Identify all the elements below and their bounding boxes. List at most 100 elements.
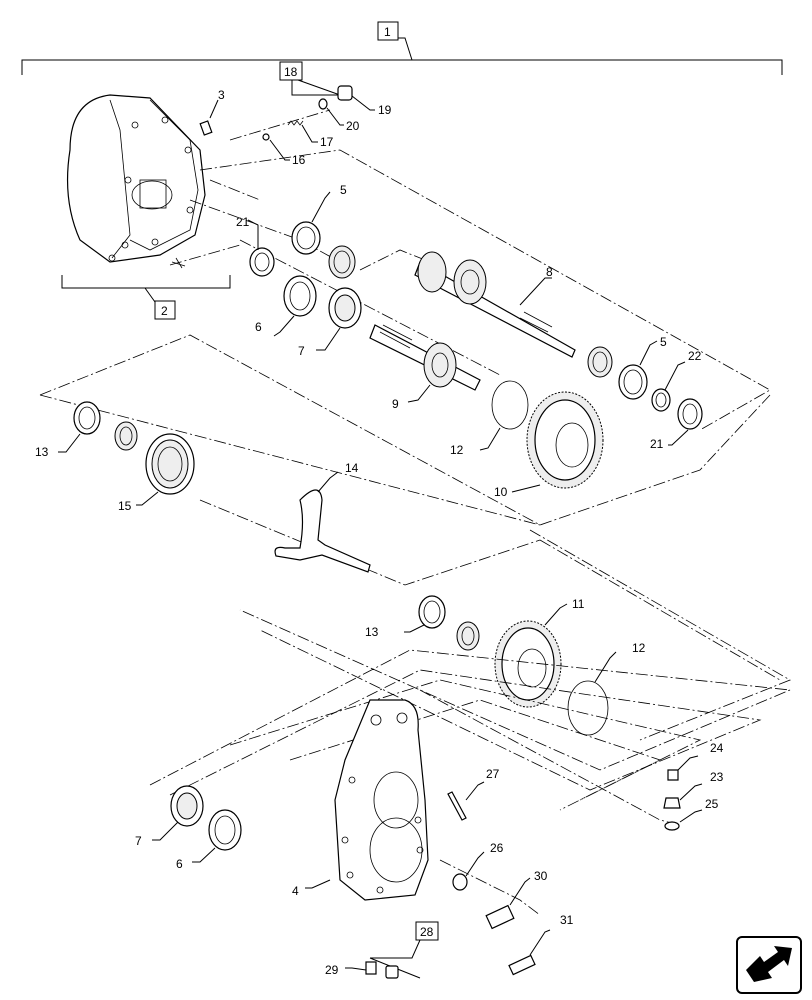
leader-15 xyxy=(136,491,159,506)
callout-box-1 xyxy=(377,21,399,41)
gear-housing xyxy=(66,94,206,269)
ball-16 xyxy=(262,133,270,141)
leader-14 xyxy=(317,471,339,493)
needle-bearing-lower xyxy=(456,621,480,651)
leader-3 xyxy=(209,99,219,119)
callout-12-top: 12 xyxy=(450,443,464,457)
washer-20 xyxy=(318,98,328,110)
callout-13-top: 13 xyxy=(35,445,49,459)
plug-29b xyxy=(385,965,399,979)
seal-21-top xyxy=(249,247,275,277)
callout-5-right: 5 xyxy=(660,335,667,349)
leader-11 xyxy=(544,603,568,626)
leader-5-right xyxy=(639,340,658,366)
callout-20: 20 xyxy=(346,119,360,133)
callout-10: 10 xyxy=(494,485,508,499)
callout-8: 8 xyxy=(546,265,553,279)
leader-21-right xyxy=(668,429,689,446)
spacer-22 xyxy=(651,388,671,412)
leader-17 xyxy=(301,124,318,143)
race-5-top xyxy=(291,221,321,255)
synchro-ring-13-top xyxy=(73,401,101,435)
leader-13-top xyxy=(58,433,81,453)
leader-27 xyxy=(465,781,485,801)
pin-3 xyxy=(199,120,213,136)
callout-9: 9 xyxy=(392,397,399,411)
leader-25 xyxy=(679,809,703,823)
gear-10 xyxy=(526,391,604,489)
leader-12-top xyxy=(479,427,501,451)
assembly-bracket-top xyxy=(21,37,783,75)
leader-6-lower xyxy=(192,847,216,863)
callout-4: 4 xyxy=(292,884,299,898)
washer-25 xyxy=(664,821,680,831)
plug-19 xyxy=(337,85,353,101)
callout-18: 18 xyxy=(284,65,298,79)
leader-21-top xyxy=(247,219,259,250)
roller-bearing-mid xyxy=(587,346,613,378)
callout-2: 2 xyxy=(161,304,168,318)
next-page-arrow-icon[interactable] xyxy=(736,936,802,994)
needle-bearing-top xyxy=(114,421,138,451)
centerline-middle xyxy=(39,334,791,741)
leader-9 xyxy=(407,384,431,403)
callout-24: 24 xyxy=(710,741,724,755)
pin-29 xyxy=(365,961,377,975)
callout-6-lower: 6 xyxy=(176,857,183,871)
leader-7-top xyxy=(316,327,341,351)
callout-29: 29 xyxy=(325,963,339,977)
housing-bracket xyxy=(61,275,231,303)
callout-26: 26 xyxy=(490,841,504,855)
callout-23: 23 xyxy=(710,770,724,784)
race-6-lower xyxy=(208,809,242,851)
leader-20 xyxy=(326,107,344,126)
seal-21-right xyxy=(677,398,703,430)
plug-24 xyxy=(667,769,679,781)
snap-ring-12-lower xyxy=(567,680,609,736)
leader-29 xyxy=(345,967,367,971)
callout-22: 22 xyxy=(688,349,702,363)
callout-3: 3 xyxy=(218,88,225,102)
callout-15: 15 xyxy=(118,499,132,513)
leader-5-top xyxy=(311,191,331,223)
callout-30: 30 xyxy=(534,869,548,883)
callout-box-28 xyxy=(415,921,439,941)
shaft-9 xyxy=(369,324,481,391)
shift-fork-14 xyxy=(274,489,371,573)
leader-19 xyxy=(351,95,375,111)
leader-26 xyxy=(465,851,485,877)
gear-11 xyxy=(494,620,562,708)
callout-7-top: 7 xyxy=(298,344,305,358)
callout-11: 11 xyxy=(572,597,585,611)
leader-10 xyxy=(511,484,541,493)
callout-31: 31 xyxy=(560,913,574,927)
callout-5-top: 5 xyxy=(340,183,347,197)
shaft-8 xyxy=(414,251,576,358)
leader-13-lower xyxy=(404,624,425,633)
synchronizer-15 xyxy=(145,433,195,495)
callout-14: 14 xyxy=(345,461,359,475)
callout-6-top: 6 xyxy=(255,320,262,334)
callout-21-right: 21 xyxy=(650,437,664,451)
callout-12-lower: 12 xyxy=(632,641,646,655)
callout-box-2 xyxy=(154,300,176,320)
snap-ring-12-top xyxy=(491,380,529,430)
leader-4 xyxy=(305,879,331,889)
leader-12-lower xyxy=(594,651,617,683)
callout-19: 19 xyxy=(378,103,392,117)
callout-1: 1 xyxy=(384,25,391,39)
leader-23 xyxy=(679,783,703,801)
callout-21-top: 21 xyxy=(236,215,250,229)
leader-31 xyxy=(529,929,551,956)
leader-30 xyxy=(509,877,531,906)
callout-28: 28 xyxy=(420,925,434,939)
arrow-glyph xyxy=(746,946,792,982)
leader-22 xyxy=(664,361,686,391)
leader-7-lower xyxy=(152,821,179,841)
centerline-upper xyxy=(169,109,771,431)
callout-13-lower: 13 xyxy=(365,625,379,639)
bolt-27 xyxy=(447,791,467,821)
leader-24 xyxy=(677,755,699,771)
end-cover-4 xyxy=(334,699,429,901)
